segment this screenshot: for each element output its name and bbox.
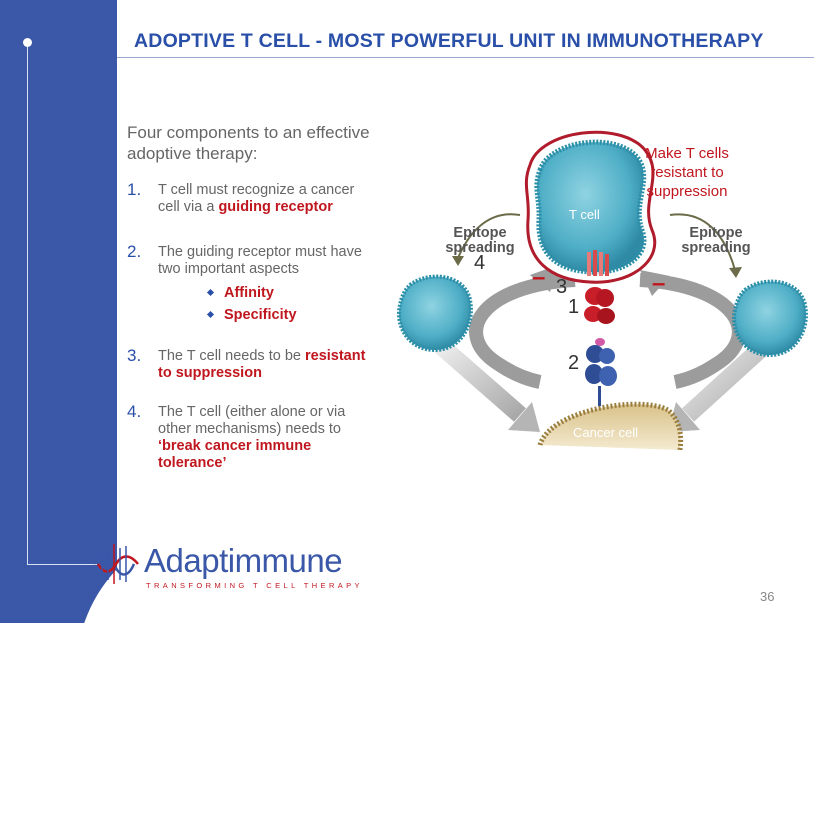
t-cell-shape — [534, 139, 647, 275]
marker-2: 2 — [568, 352, 580, 374]
side-t-cell-left — [396, 274, 473, 353]
aspect-item: Specificity — [206, 304, 372, 326]
step-number: 2. — [127, 242, 142, 261]
sidebar-rule-vertical — [27, 42, 28, 564]
aspect-list: Affinity Specificity — [206, 282, 372, 326]
marker-1: 1 — [568, 296, 580, 318]
diamond-bullet-icon — [206, 310, 215, 319]
intro-text: Four components to an effective adoptive… — [127, 123, 370, 163]
step-emphasis: ‘break cancer immune tolerance’ — [158, 438, 312, 471]
epitope-spreading-left: Epitope spreading — [445, 225, 515, 256]
page-number: 36 — [760, 589, 775, 604]
minus-sign-right: – — [652, 270, 666, 297]
mhc-peptide — [585, 338, 617, 406]
diagonal-arrowhead-left — [508, 402, 540, 432]
step-number: 3. — [127, 346, 142, 365]
diamond-bullet-icon — [206, 288, 215, 297]
cycle-arrow-left — [469, 273, 576, 389]
sidebar-band — [0, 0, 117, 623]
component-list: 1. T cell must recognize a cancer cell v… — [127, 180, 372, 472]
tcr-receptor — [584, 250, 615, 324]
t-cell-label: T cell — [569, 207, 600, 222]
epitope-arrow-right — [669, 213, 736, 271]
step-text: The T cell (either alone or via other me… — [158, 404, 346, 437]
aspect-item: Affinity — [206, 282, 372, 304]
diagram-graphic — [396, 130, 808, 451]
epitope-arrow-left — [457, 213, 521, 259]
cycle-arrow-right — [639, 273, 746, 389]
step-item-4: 4. The T cell (either alone or via other… — [127, 402, 372, 472]
step-item-1: 1. T cell must recognize a cancer cell v… — [127, 180, 372, 216]
marker-4: 4 — [474, 252, 486, 274]
step-text: The T cell needs to be — [158, 348, 305, 364]
marker-3: 3 — [556, 276, 568, 298]
minus-sign-left: – — [532, 264, 546, 291]
side-t-cell-right — [731, 279, 808, 358]
sidebar-rule-horizontal — [27, 564, 97, 565]
step-item-2: 2. The guiding receptor must have two im… — [127, 242, 372, 326]
step-text: The guiding receptor must have two impor… — [158, 244, 362, 277]
sidebar-dot — [23, 38, 32, 47]
slide-title: ADOPTIVE T CELL - MOST POWERFUL UNIT IN … — [134, 30, 764, 52]
diagonal-arrow-left — [434, 338, 526, 422]
diagonal-arrow-right — [681, 338, 772, 422]
cancer-cell-label: Cancer cell — [573, 425, 639, 440]
step-number: 4. — [127, 402, 142, 421]
cycle-arrowhead-right — [640, 270, 670, 296]
t-cell-diagram: Make T cells resistant to suppression T … — [390, 110, 820, 451]
make-resistant-label: Make T cells resistant to suppression — [645, 145, 729, 200]
step-emphasis: guiding receptor — [218, 199, 333, 215]
cancer-cell-shape — [540, 404, 681, 450]
adaptimmune-logo-icon — [92, 544, 139, 584]
step-item-3: 3. The T cell needs to be resistant to s… — [127, 346, 372, 382]
epitope-spreading-right: Epitope spreading — [681, 225, 751, 256]
title-underline — [117, 57, 814, 58]
step-emphasis: resistant to suppression — [158, 348, 366, 381]
logo-wordmark: Adaptimmune — [144, 542, 343, 579]
logo-tagline: TRANSFORMING T CELL THERAPY — [146, 581, 363, 590]
step-number: 1. — [127, 180, 142, 199]
step-text: T cell must recognize a cancer cell via … — [158, 182, 355, 215]
